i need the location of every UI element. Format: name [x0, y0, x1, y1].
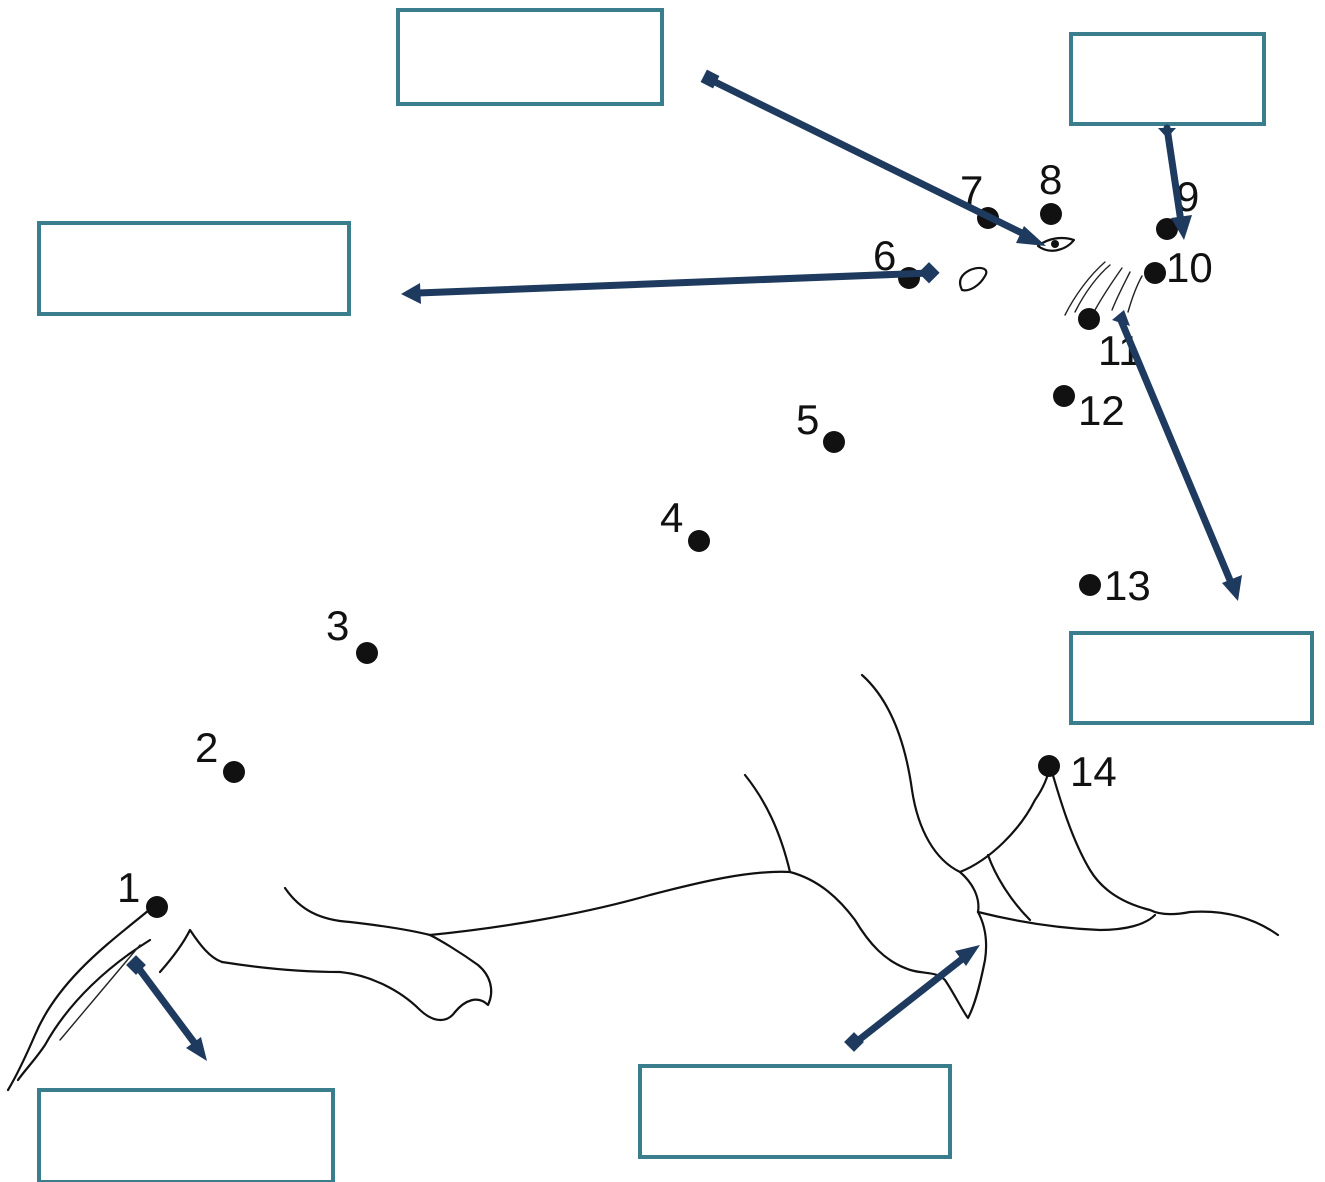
dot-14-label: 14	[1070, 748, 1117, 795]
back-foot-outline	[428, 933, 493, 1014]
whisker-1	[1064, 261, 1106, 316]
arrow-to-ear-tail	[918, 262, 940, 284]
head-features	[959, 236, 1143, 316]
dot-14	[1038, 755, 1060, 777]
label-box-right[interactable]	[1069, 631, 1314, 725]
dot-4-label: 4	[660, 494, 683, 541]
arrow-to-whiskers	[1116, 314, 1236, 589]
chest-line-2	[976, 910, 1157, 932]
arrow-to-whiskers-head	[1222, 575, 1242, 601]
arrow-to-nose-head	[1171, 215, 1192, 240]
dot-6-label: 6	[873, 232, 896, 279]
dot-12	[1053, 385, 1075, 407]
underside-line	[428, 870, 792, 937]
pointer-arrows	[126, 69, 1242, 1061]
label-box-bottom-center[interactable]	[638, 1064, 952, 1159]
dot-9	[1156, 218, 1178, 240]
middle-paw-outline	[903, 910, 988, 1020]
dot-2	[223, 761, 245, 783]
arrow-to-eye	[707, 76, 1036, 242]
arrow-to-paw-tail	[844, 1032, 864, 1052]
dot-13	[1079, 574, 1101, 596]
numbered-dots: 1 2 3 4 5 6 7 8 9 10 11 12 13 14	[117, 156, 1213, 918]
dot-11	[1078, 308, 1100, 330]
label-box-left[interactable]	[37, 221, 351, 316]
dot-3-label: 3	[326, 602, 349, 649]
dot-4	[688, 530, 710, 552]
eye-pupil	[1051, 240, 1059, 248]
front-paw-toes	[1048, 763, 1280, 937]
dot-8-label: 8	[1039, 156, 1062, 203]
arrow-to-tail	[133, 962, 200, 1049]
label-box-top-center[interactable]	[396, 8, 664, 106]
label-box-top-right[interactable]	[1069, 32, 1266, 126]
tail-outer	[6, 903, 157, 1092]
arrow-to-ear	[414, 269, 934, 297]
arrow-to-whiskers-tail	[1112, 310, 1130, 326]
arrow-to-paw-head	[955, 945, 980, 966]
whisker-5	[1127, 275, 1143, 313]
belly-line	[283, 886, 432, 937]
dot-8	[1040, 203, 1062, 225]
arrow-to-ear-head	[401, 283, 421, 304]
hind-leg-outline	[220, 960, 457, 1022]
chest-line-1	[986, 853, 1032, 922]
middle-leg-outline	[743, 773, 907, 970]
dot-12-label: 12	[1078, 387, 1125, 434]
tail-inner	[16, 938, 152, 1082]
ear-shape	[959, 266, 988, 292]
whisker-2	[1074, 264, 1111, 313]
arrow-to-nose	[1163, 124, 1185, 226]
arrow-to-tail-head	[186, 1037, 207, 1061]
dot-2-label: 2	[195, 724, 218, 771]
dot-1-label: 1	[117, 864, 140, 911]
dot-13-label: 13	[1104, 562, 1151, 609]
dot-1	[146, 896, 168, 918]
whisker-3	[1094, 267, 1123, 311]
front-paw-outline	[958, 763, 1052, 874]
arrow-to-nose-tail	[1158, 128, 1176, 138]
dot-3	[356, 642, 378, 664]
whisker-4	[1111, 271, 1131, 311]
tail-stripe	[59, 944, 141, 1041]
dot-5-label: 5	[796, 396, 819, 443]
arrow-to-eye-tail	[700, 69, 720, 89]
arrow-to-eye-head	[1016, 226, 1046, 246]
arrow-to-paw	[851, 952, 970, 1047]
eye-shape	[1036, 236, 1076, 252]
dot-10	[1144, 262, 1166, 284]
front-leg-outline	[860, 673, 980, 914]
dot-5	[823, 431, 845, 453]
haunch-outline	[158, 928, 224, 974]
dot-10-label: 10	[1166, 244, 1213, 291]
label-box-bottom-left[interactable]	[37, 1088, 335, 1182]
animal-outline	[6, 673, 1280, 1092]
